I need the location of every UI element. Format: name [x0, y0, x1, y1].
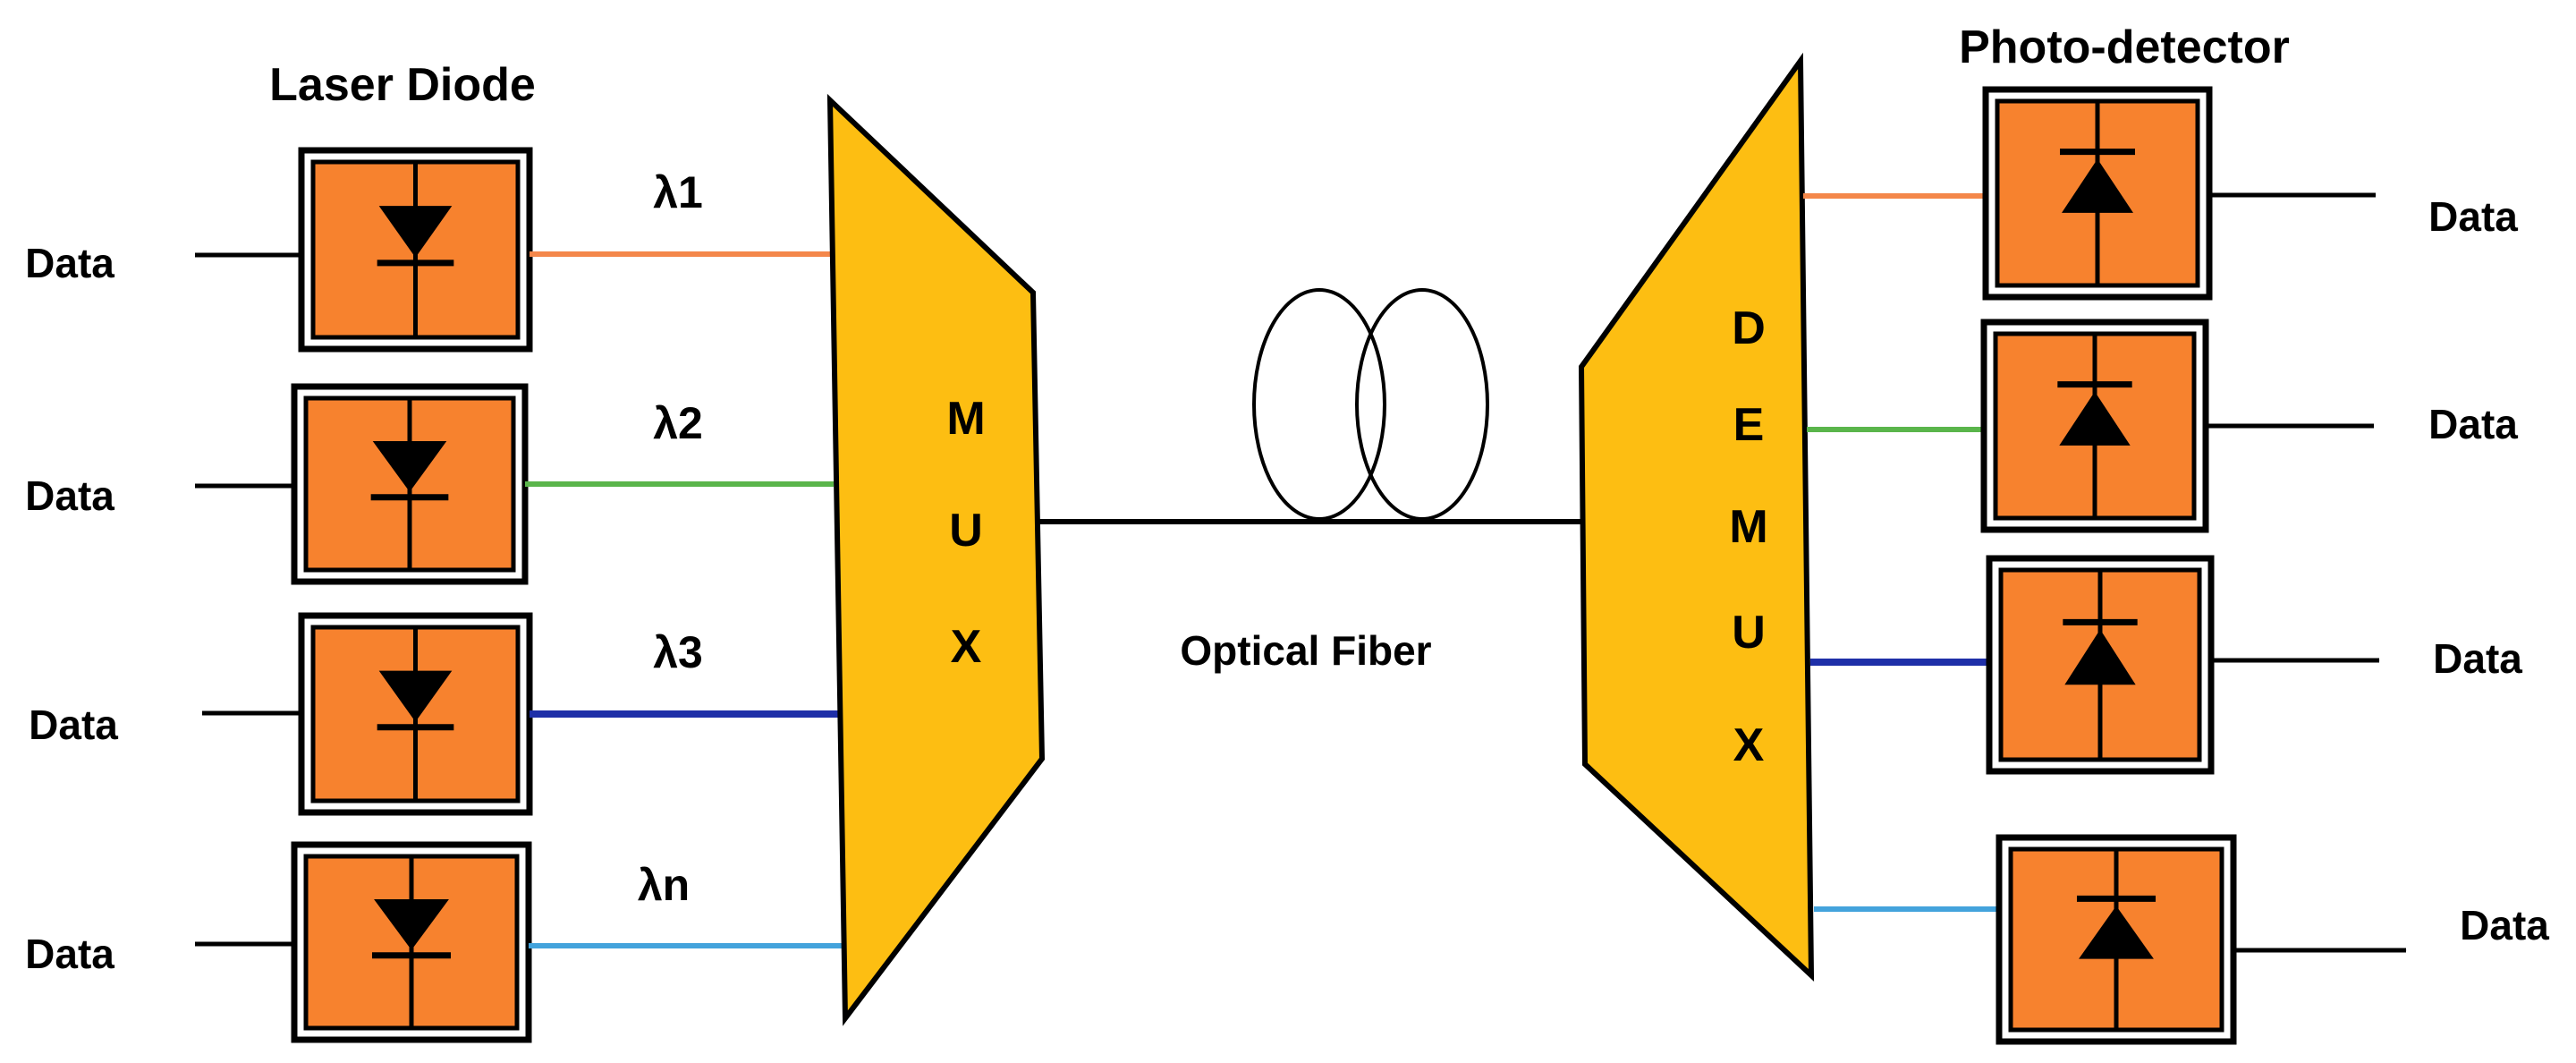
wavelength-label-1: λ1	[653, 167, 703, 217]
input-data-label-2: Data	[25, 472, 114, 519]
demux-letter-3: M	[1729, 501, 1767, 553]
demux-letter-4: U	[1732, 607, 1766, 659]
output-data-label-1: Data	[2428, 193, 2518, 240]
mux-block: M U X	[826, 93, 1046, 1026]
mux-letter-1: M	[946, 393, 985, 445]
laser-row-3: Data λ3	[29, 612, 843, 816]
laser-row-2: Data λ2	[25, 383, 834, 585]
demux-letter-5: X	[1733, 719, 1765, 771]
laser-diode-icon	[298, 612, 533, 816]
optical-fiber-label: Optical Fiber	[1180, 627, 1431, 674]
photodiode-icon	[1986, 555, 2215, 775]
wavelength-label-3: λ3	[653, 627, 703, 677]
input-data-label-1: Data	[25, 240, 114, 286]
wavelength-label-n: λn	[638, 860, 690, 910]
output-data-label-3: Data	[2433, 635, 2522, 682]
demux-block: D E M U X	[1578, 52, 1815, 982]
mux-trapezoid	[826, 93, 1046, 1026]
input-data-label-3: Data	[29, 702, 118, 748]
input-data-label-4: Data	[25, 931, 114, 977]
laser-diode-heading: Laser Diode	[269, 59, 536, 111]
wavelength-label-2: λ2	[653, 398, 703, 448]
photo-detector-heading: Photo-detector	[1959, 21, 2290, 73]
detector-row-1: Data	[1803, 86, 2518, 301]
output-data-label-4: Data	[2460, 902, 2549, 948]
demux-letter-1: D	[1732, 302, 1766, 354]
photodiode-icon	[1980, 319, 2209, 533]
photodiode-icon	[1996, 834, 2237, 1045]
laser-diode-icon	[291, 841, 532, 1043]
detector-row-4: Data	[1814, 834, 2549, 1045]
laser-diode-icon	[291, 383, 529, 585]
detector-row-3: Data	[1810, 555, 2522, 775]
mux-letter-2: U	[949, 505, 983, 557]
demux-letter-2: E	[1733, 399, 1765, 451]
laser-row-1: Data λ1	[25, 147, 834, 353]
laser-row-n: Data λn	[25, 841, 848, 1043]
optical-fiber: Optical Fiber	[1036, 288, 1581, 674]
fiber-coil-icon	[1252, 288, 1489, 521]
laser-diode-icon	[298, 147, 533, 353]
detector-row-2: Data	[1807, 319, 2518, 533]
photodiode-icon	[1982, 86, 2213, 301]
mux-letter-3: X	[951, 621, 982, 673]
output-data-label-2: Data	[2428, 401, 2518, 447]
demux-trapezoid	[1578, 52, 1815, 982]
